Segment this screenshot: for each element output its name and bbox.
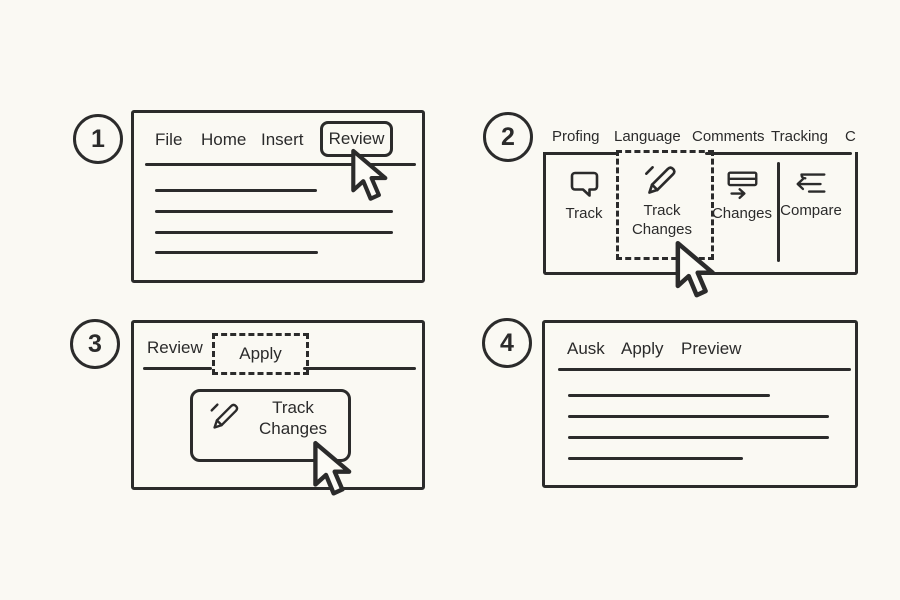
separator-line	[143, 367, 212, 370]
step-2-badge: 2	[483, 112, 533, 162]
group-label-language: Language	[614, 128, 681, 145]
doc-line	[568, 457, 743, 460]
cursor-icon	[313, 440, 352, 496]
track-changes-button-highlight[interactable]	[616, 150, 714, 260]
track-changes-label-line1: Track	[643, 202, 681, 219]
doc-line	[155, 251, 318, 254]
changes-icon	[727, 171, 758, 200]
ribbon-top-border	[705, 152, 852, 155]
compare-button[interactable]: Compare	[780, 168, 842, 220]
pencil-icon	[644, 166, 676, 194]
tab-home[interactable]: Home	[201, 130, 247, 149]
tab-preview[interactable]: Preview	[681, 339, 742, 358]
separator-line	[303, 367, 416, 370]
separator-line	[145, 163, 416, 166]
tab-file[interactable]: File	[155, 130, 183, 149]
tab-apply[interactable]: Apply	[621, 339, 664, 358]
tab-review-label: Review	[328, 129, 385, 148]
group-label-proofing: Profing	[552, 128, 600, 145]
separator-line	[558, 368, 851, 371]
tab-ausk[interactable]: Ausk	[567, 339, 605, 358]
doc-line	[568, 415, 829, 418]
tab-insert[interactable]: Insert	[261, 130, 304, 149]
changes-button[interactable]: Changes	[710, 168, 774, 223]
doc-line	[155, 231, 393, 234]
cursor-icon	[351, 148, 388, 201]
step-4-badge: 4	[482, 318, 532, 368]
group-label-tracking: Tracking	[771, 128, 828, 145]
doc-line	[155, 189, 317, 192]
doc-line	[568, 394, 770, 397]
track-changes-button-line1: Track	[272, 398, 314, 417]
pencil-icon	[210, 403, 239, 429]
track-changes-button[interactable]	[190, 389, 351, 462]
tab-review-step3[interactable]: Review	[147, 338, 203, 357]
track-changes-button-line2: Changes	[258, 419, 328, 438]
track-button-label: Track	[565, 205, 603, 222]
compare-button-label: Compare	[780, 202, 842, 219]
track-button[interactable]: Track	[556, 166, 612, 223]
changes-button-label: Changes	[711, 205, 773, 222]
doc-line	[568, 436, 829, 439]
track-changes-label-line2: Changes	[631, 221, 693, 238]
step-3-window	[131, 320, 425, 490]
cursor-icon	[675, 240, 715, 298]
ribbon-divider	[777, 162, 780, 262]
tab-apply-label: Apply	[239, 344, 282, 363]
comment-icon	[570, 171, 599, 197]
step-1-window	[131, 110, 425, 283]
ribbon-top-border	[543, 152, 619, 155]
step-3-badge: 3	[70, 319, 120, 369]
step-4-window	[542, 320, 858, 488]
tab-apply-highlight[interactable]: Apply	[212, 333, 309, 375]
step-1-badge: 1	[73, 114, 123, 164]
compare-icon	[796, 173, 826, 193]
doc-line	[155, 210, 393, 213]
group-label-truncated: C	[845, 128, 856, 145]
group-label-comments: Comments	[692, 128, 765, 145]
